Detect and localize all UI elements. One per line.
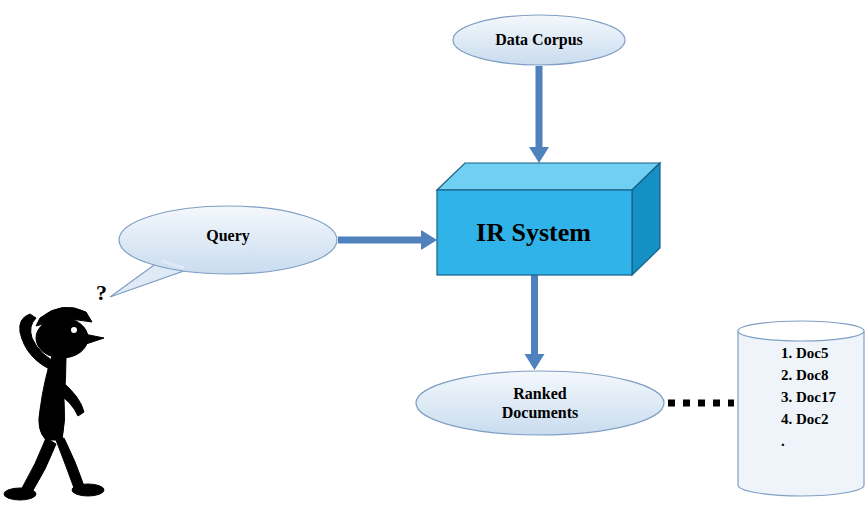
result-list-cylinder: 1. Doc52. Doc83. Doc174. Doc2. <box>737 320 865 496</box>
result-ellipse: Ranked Documents <box>415 370 665 436</box>
flow-arrow <box>525 275 545 370</box>
node-text: Data Corpus <box>495 31 583 49</box>
node-text: 4. Doc2 <box>781 408 829 430</box>
flow-arrow <box>338 230 437 250</box>
data-source-ellipse: Data Corpus <box>452 14 626 66</box>
dashed-connector <box>668 403 734 404</box>
node-text: 2. Doc8 <box>781 364 829 386</box>
node-text: 3. Doc17 <box>781 386 836 408</box>
thinking-person <box>4 307 104 500</box>
node-text: IR System <box>476 218 591 248</box>
flow-arrow <box>529 66 549 163</box>
question-mark: ? <box>96 280 107 306</box>
query-speech-bubble: Query <box>118 205 338 275</box>
node-text: . <box>781 430 785 452</box>
result-ellipse-outline <box>415 370 665 436</box>
node-text: 1. Doc5 <box>781 342 829 364</box>
system-box: IR System <box>437 163 660 275</box>
node-text: Query <box>206 227 250 245</box>
node-text: Ranked Documents <box>490 384 590 422</box>
